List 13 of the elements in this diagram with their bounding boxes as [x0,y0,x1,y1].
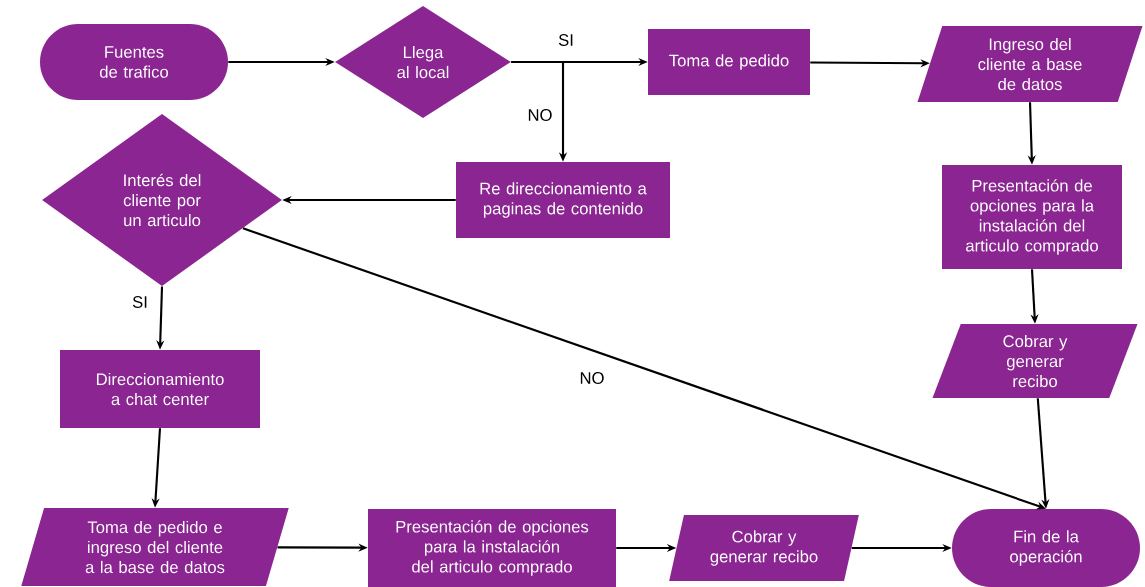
edge-label: NO [526,107,554,123]
data-parallelogram: Ingreso del cliente a base de datos [917,26,1143,102]
data-parallelogram: Cobrar y generar recibo [669,515,859,581]
data-parallelogram: Toma de pedido e ingreso del cliente a la base de datos [21,508,289,586]
process-box: Presentación de opciones para la instalación del articulo comprado [942,165,1122,269]
process-box: Direccionamiento a chat center [60,350,260,428]
process-box: Re direccionamiento a paginas de contenido [456,162,670,238]
edge-label: SI [130,294,150,310]
data-parallelogram: Cobrar y generar recibo [932,324,1138,398]
process-box: Toma de pedido [648,29,810,95]
process-box: Presentación de opciones para la instalación del articulo comprado [368,509,616,587]
edge-label: NO [578,370,606,386]
edge-label: SI [556,32,576,48]
